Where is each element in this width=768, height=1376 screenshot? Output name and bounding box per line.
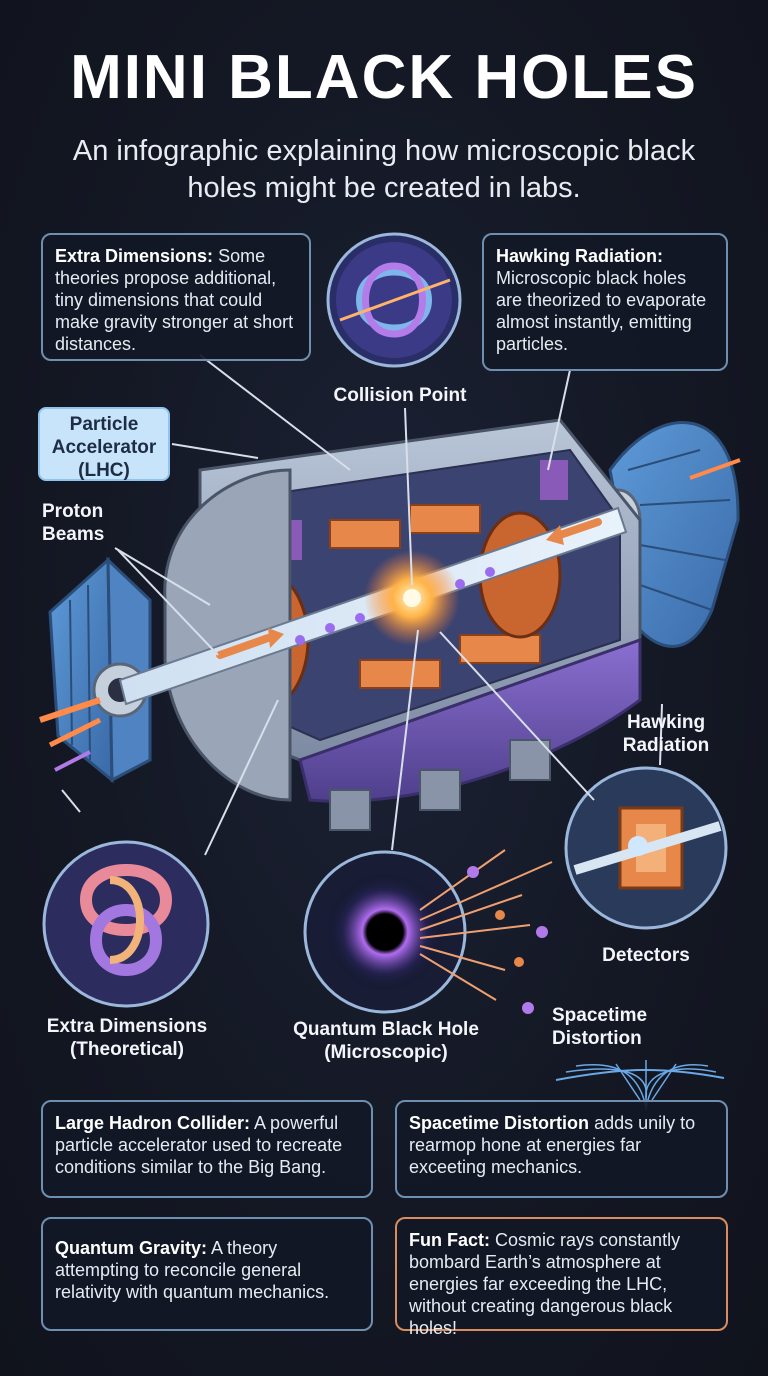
spacetime-distortion-label: Spacetime Distortion <box>552 1005 648 1049</box>
page-subtitle: An infographic explaining how microscopi… <box>72 135 696 204</box>
proton-beams-label: Proton Beams <box>42 501 105 545</box>
lhc-term: Large Hadron Collider: <box>55 1113 251 1133</box>
particle-accelerator-label: Particle Accelerator (LHC) <box>38 407 170 481</box>
fun-fact-term: Fun Fact: <box>409 1230 490 1250</box>
spacetime-card: Spacetime Distortion adds unily to rearm… <box>395 1100 728 1198</box>
detectors-label: Detectors <box>602 945 690 966</box>
quantum-gravity-term: Quantum Gravity: <box>55 1238 208 1258</box>
collision-flash <box>364 550 460 646</box>
hawking-radiation-card: Hawking Radiation: Microscopic black hol… <box>482 233 728 371</box>
spacetime-text: adds unily to rearmop hone at energies f… <box>409 1113 696 1177</box>
hawking-radiation-label: Hawking Radiation <box>622 712 710 756</box>
left-endcap-fan <box>48 556 152 784</box>
pointer-lines <box>61 354 663 856</box>
page-title: MINI BLACK HOLES <box>70 43 698 112</box>
hawking-radiation-text: Microscopic black holes are theorized to… <box>496 268 707 354</box>
detector-orb <box>564 766 728 930</box>
incoming-beams <box>39 458 741 772</box>
extra-dimensions-card: Extra Dimensions: Some theories propose … <box>41 233 311 361</box>
hawking-emission-arrows <box>419 849 553 1014</box>
fun-fact-text: Cosmic rays constantly bombard Earth’s a… <box>409 1230 681 1338</box>
extra-dimensions-term: Extra Dimensions: <box>55 246 214 266</box>
hawking-radiation-term: Hawking Radiation: <box>496 246 664 266</box>
extra-dimensions-orb-bottom <box>42 840 210 1008</box>
lhc-text: A powerful particle accelerator used to … <box>55 1113 343 1177</box>
extra-dimensions-orb-top <box>326 232 462 368</box>
collision-point-label: Collision Point <box>333 385 467 406</box>
quantum-black-hole-label: Quantum Black Hole (Microscopic) <box>293 1019 479 1063</box>
lhc-card: Large Hadron Collider: A powerful partic… <box>41 1100 373 1198</box>
quantum-black-hole-orb <box>303 850 467 1014</box>
extra-dimensions-theoretical-label: Extra Dimensions (Theoretical) <box>46 1016 208 1060</box>
quantum-gravity-text: A theory attempting to reconcile general… <box>55 1238 330 1302</box>
spacetime-term: Spacetime Distortion <box>409 1113 590 1133</box>
extra-dimensions-text: Some theories propose additional, tiny d… <box>55 246 294 354</box>
quantum-gravity-card: Quantum Gravity: A theory attempting to … <box>41 1217 373 1331</box>
fun-fact-card: Fun Fact: Cosmic rays constantly bombard… <box>395 1217 728 1338</box>
